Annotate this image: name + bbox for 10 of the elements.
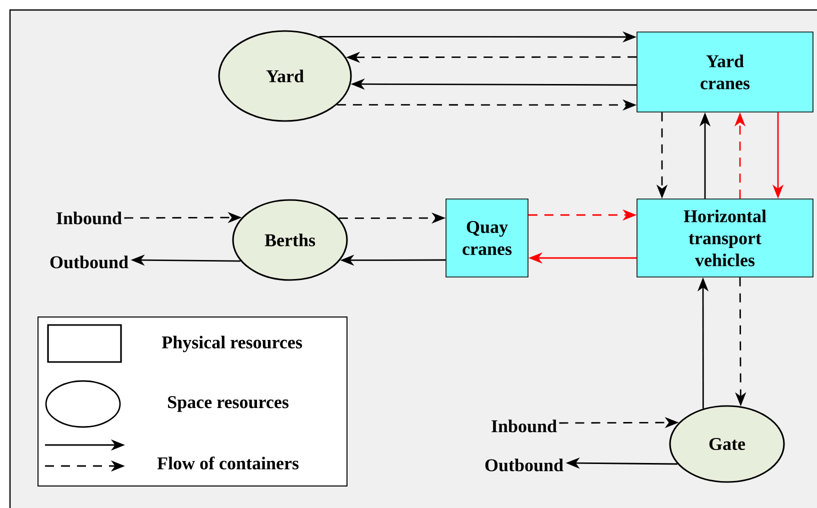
flow-label: Inbound [492,420,557,432]
resource-box: Horizontal transport vehicles [636,198,814,278]
resource-box: Quay cranes [446,198,528,278]
legend-text: Physical resources [162,336,302,352]
flow-label: Inbound [56,212,122,224]
legend-text: Flow of containers [157,456,299,470]
legend-text: Space resources [168,396,288,412]
flow-label: Outbound [485,458,564,472]
resource-box: Yard cranes [636,32,814,112]
flow-label: Outbound [50,256,128,268]
